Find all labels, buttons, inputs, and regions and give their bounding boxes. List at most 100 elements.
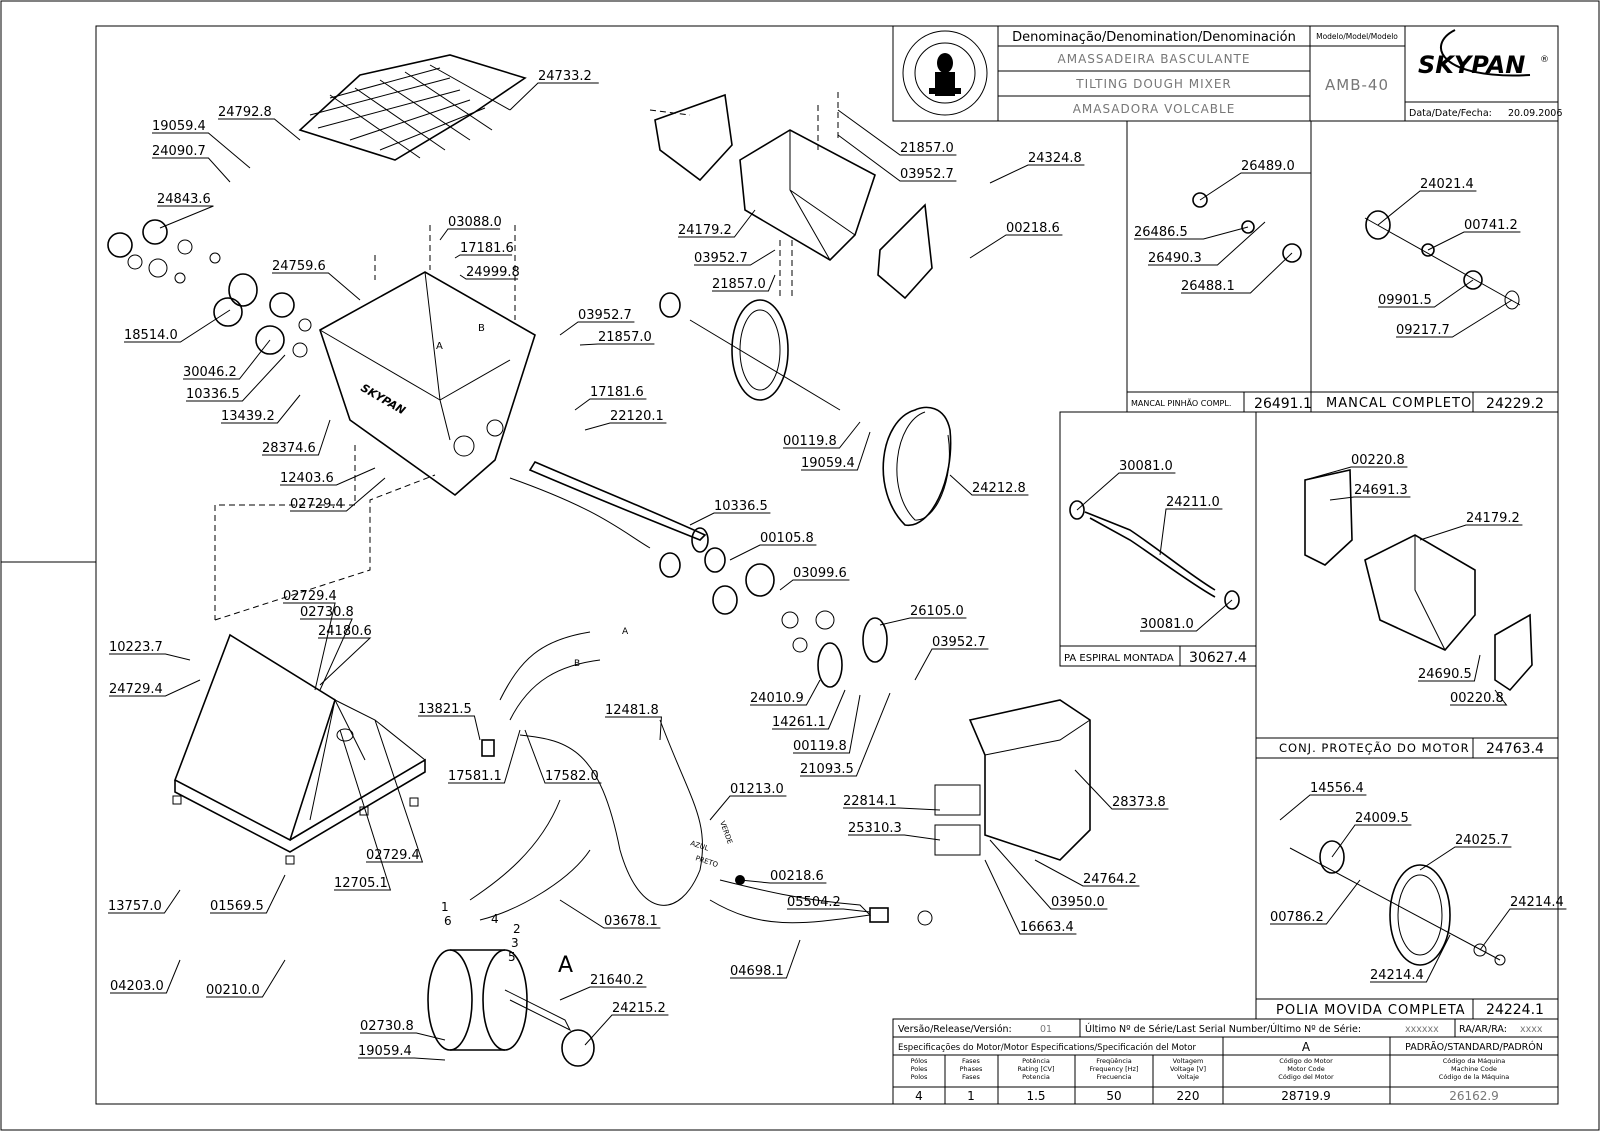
leader-line — [1134, 226, 1249, 240]
sub-code-1: 26491.1 — [1254, 396, 1312, 412]
part-number-label: 26489.0 — [1241, 159, 1295, 174]
sub-code-5: 24224.1 — [1486, 1002, 1544, 1018]
part-number-label: 24214.4 — [1370, 968, 1424, 983]
leader-line — [283, 602, 336, 691]
sub-name-2: MANCAL COMPLETO — [1326, 396, 1472, 411]
part-number-label: 24179.2 — [1466, 511, 1520, 526]
spec-header-0: Pólos — [911, 1057, 928, 1065]
part-number-label: 25310.3 — [848, 821, 902, 836]
part-number-label: 00218.6 — [1006, 221, 1060, 236]
part-number-label: 00786.2 — [1270, 910, 1324, 925]
part-number-label: 17582.0 — [545, 769, 599, 784]
leader-line — [1427, 231, 1521, 251]
leader-line — [843, 807, 941, 811]
part-number-label: 12403.6 — [280, 471, 334, 486]
leader-line — [124, 309, 231, 343]
svg-text:2: 2 — [513, 922, 521, 936]
part-number-label: 26486.5 — [1134, 225, 1188, 240]
part-number-label: 02729.4 — [366, 848, 420, 863]
part-number-label: 24179.2 — [678, 223, 732, 238]
leader-line — [366, 719, 424, 863]
spec-header-0: Polos — [911, 1073, 928, 1081]
part-number-label: 04203.0 — [110, 979, 164, 994]
spec-header-1: Fases — [962, 1073, 981, 1081]
leader-line — [1418, 654, 1481, 682]
authorized-service-seal — [902, 30, 988, 116]
part-number-label: 22120.1 — [610, 409, 664, 424]
leader-line — [1479, 908, 1567, 951]
sub-code-2: 24229.2 — [1486, 396, 1544, 412]
assembly-path — [214, 445, 436, 621]
part-number-label: 26488.1 — [1181, 279, 1235, 294]
part-number-label: 02729.4 — [290, 497, 344, 512]
model-header: Modelo/Model/Modelo — [1316, 32, 1398, 41]
name-pt: AMASSADEIRA BASCULANTE — [1058, 52, 1251, 66]
leader-line — [360, 1032, 446, 1041]
leader-line — [559, 986, 647, 1001]
part-number-label: 10223.7 — [109, 640, 163, 655]
leader-line — [1279, 794, 1367, 821]
leader-line — [1329, 496, 1411, 501]
svg-text:xxxxxx: xxxxxx — [1405, 1024, 1439, 1035]
date-label: Data/Date/Fecha: — [1409, 108, 1492, 119]
svg-text:A: A — [558, 953, 573, 978]
spec-header-4: Voltaje — [1177, 1073, 1199, 1081]
svg-text:5: 5 — [508, 950, 516, 964]
part-number-label: 13821.5 — [418, 702, 472, 717]
part-number-label: 00220.8 — [1351, 453, 1405, 468]
leader-line — [262, 419, 331, 456]
svg-text:Especificações do Motor/Motor: Especificações do Motor/Motor Especifica… — [898, 1042, 1197, 1053]
leader-line — [730, 939, 801, 979]
leader-line — [1304, 466, 1408, 481]
bearing-stack-left — [107, 219, 312, 358]
part-number-label: 04698.1 — [730, 964, 784, 979]
sub-name-5: POLIA MOVIDA COMPLETA — [1276, 1003, 1466, 1018]
spec-value-4: 220 — [1177, 1089, 1200, 1103]
spec-header-3: Frequency [Hz] — [1089, 1065, 1138, 1073]
leader-line — [418, 715, 481, 741]
part-number-label: 03099.6 — [793, 566, 847, 581]
part-number-label: 14556.4 — [1310, 781, 1364, 796]
part-number-label: 00218.6 — [770, 869, 824, 884]
svg-text:B: B — [574, 659, 580, 669]
spec-header-6: Código da Máquina — [1443, 1057, 1506, 1065]
denomination-header: Denominação/Denomination/Denominación — [1012, 30, 1296, 45]
leader-line — [837, 134, 957, 182]
part-number-label: 19059.4 — [152, 119, 206, 134]
part-number-label: 05504.2 — [787, 895, 841, 910]
svg-text:SKYPAN: SKYPAN — [359, 381, 408, 417]
part-number-label: 21857.0 — [900, 141, 954, 156]
part-number-label: 24009.5 — [1355, 811, 1409, 826]
leader-line — [280, 467, 376, 486]
part-number-label: 24180.6 — [318, 624, 372, 639]
sub-name-3: PA ESPIRAL MONTADA — [1064, 653, 1174, 664]
part-number-label: 21640.2 — [590, 973, 644, 988]
svg-text:RA/AR/RA:: RA/AR/RA: — [1459, 1024, 1507, 1035]
part-number-label: 24214.4 — [1510, 895, 1564, 910]
part-number-label: 03950.0 — [1051, 895, 1105, 910]
title-block: Denominação/Denomination/Denominación Mo… — [892, 25, 1562, 122]
part-number-label: 17181.6 — [590, 385, 644, 400]
leader-line — [949, 474, 1029, 496]
leader-line — [984, 859, 1077, 935]
part-number-label: 00210.0 — [206, 983, 260, 998]
part-number-label: 13439.2 — [221, 409, 275, 424]
sub-code-4: 24763.4 — [1486, 741, 1544, 757]
spec-header-5: Código del Motor — [1278, 1073, 1334, 1081]
part-number-label: 19059.4 — [801, 456, 855, 471]
leader-line — [358, 1057, 446, 1061]
motor — [427, 949, 595, 1067]
model-value: AMB-40 — [1325, 76, 1389, 94]
leader-line — [1419, 524, 1523, 541]
belt-guard-top — [654, 93, 933, 300]
leader-line — [509, 82, 599, 111]
part-number-label: 01569.5 — [210, 899, 264, 914]
leader-line — [772, 689, 846, 730]
sub-name-4: CONJ. PROTEÇÃO DO MOTOR — [1279, 740, 1470, 755]
leader-line — [1159, 508, 1223, 556]
spec-header-4: Voltagem — [1173, 1057, 1204, 1065]
leader-line — [879, 617, 967, 626]
part-number-label: 26490.3 — [1148, 251, 1202, 266]
part-number-label: 26105.0 — [910, 604, 964, 619]
part-number-label: 00119.8 — [793, 739, 847, 754]
